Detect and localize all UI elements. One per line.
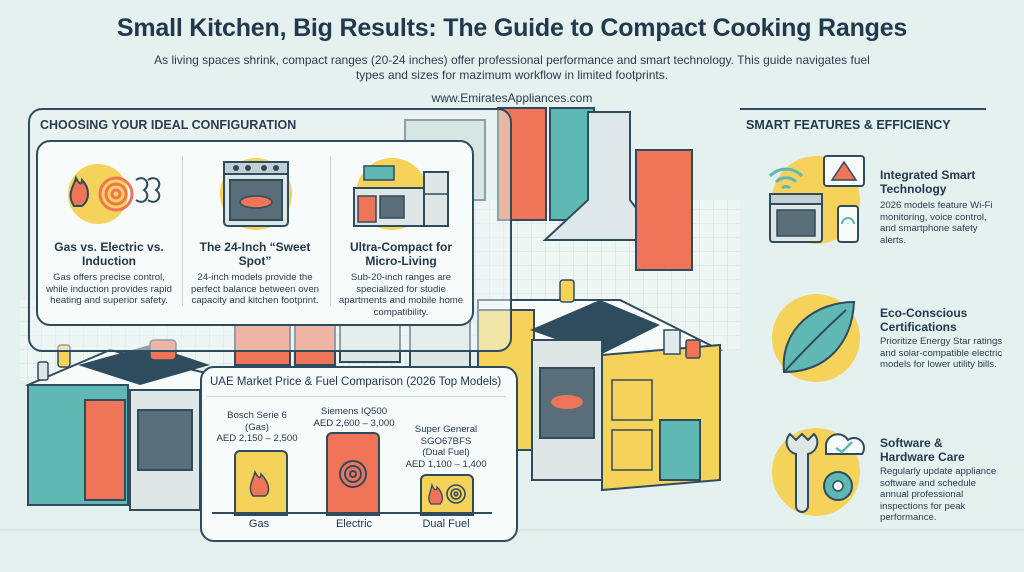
leaf-icon [772,294,860,382]
chart-baseline [212,512,492,514]
feature-text: 2026 models feature Wi-Fi monitoring, vo… [880,200,993,246]
model-label: Siemens IQ500 AED 2,600 – 3,000 [306,406,402,429]
oven-icon [220,158,292,230]
page-title: Small Kitchen, Big Results: The Guide to… [116,14,908,42]
price-bar [420,474,474,516]
model-label: Super General SGO67BFS (Dual Fuel) AED 1… [404,424,488,470]
mini-kitchen-icon [353,158,449,230]
model-fuel-note: (Gas) [245,421,269,433]
config-item-title: Ultra-Compact for Micro-Living [349,240,452,268]
model-price: AED 2,600 – 3,000 [313,417,395,429]
flame-icon [249,469,270,497]
config-item-title: Gas vs. Electric vs. Induction [54,240,164,268]
column-divider [182,156,183,306]
model-name: Siemens IQ500 [320,406,388,417]
flame-coil-icon [68,164,161,224]
config-item-text: Sub-20-inch ranges are specialized for s… [338,272,464,318]
feature-text: Prioritize Energy Star ratings and solar… [880,336,1003,370]
dual-fuel-icon [428,482,466,505]
feature-title: Eco-Conscious Certifications [880,306,968,334]
website-link[interactable]: www.EmiratesAppliances.com [431,91,593,105]
config-section-heading: CHOOSING YOUR IDEAL CONFIGURATION [40,118,297,132]
config-card: Gas vs. Electric vs. Induction Gas offer… [36,140,474,326]
smart-range-icon [768,155,865,244]
fuel-type-label: Electric [335,518,373,530]
price-bar [326,432,380,516]
page-subtitle: As living spaces shrink, compact ranges … [154,53,870,82]
config-item-text: Gas offers precise control, while induct… [46,272,172,306]
model-fuel-note: (Dual Fuel) [422,447,470,458]
feature-title: Integrated Smart Technology [880,168,976,196]
config-item-title: The 24-Inch “Sweet Spot” [199,240,311,268]
price-bar [234,450,288,516]
features-heading: SMART FEATURES & EFFICIENCY [746,118,951,132]
market-comparison-heading: UAE Market Price & Fuel Comparison (2026… [210,376,502,388]
model-name: Bosch Serie 6 [227,410,287,421]
market-rule [206,396,506,397]
column-divider [330,156,331,306]
features-rule [740,108,986,110]
model-name: Super General SGO67BFS [414,424,478,447]
fuel-type-label: Gas [248,518,270,530]
fuel-type-label: Dual Fuel [422,518,470,530]
wrench-gear-icon [772,428,865,516]
model-price: AED 2,150 – 2,500 [216,433,298,444]
feature-text: Regularly update appliance software and … [880,466,997,523]
feature-title: Software & Hardware Care [880,436,965,464]
model-label: Bosch Serie 6 (Gas) AED 2,150 – 2,500 [212,410,302,445]
config-item-text: 24-inch models provide the perfect balan… [190,272,319,306]
coil-icon [339,460,367,488]
model-price: AED 1,100 – 1,400 [405,458,487,470]
